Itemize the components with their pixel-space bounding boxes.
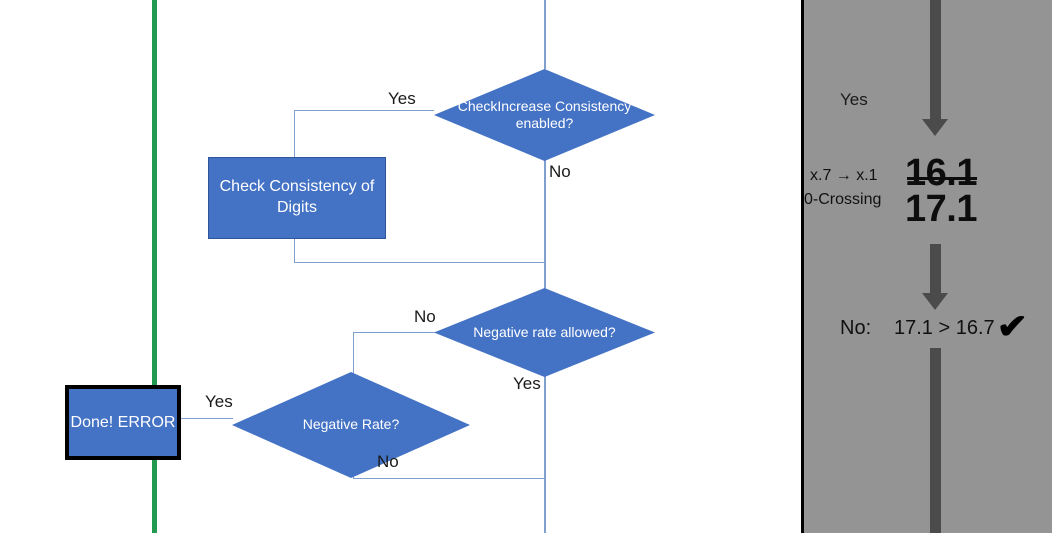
down-arrow-shaft-middle: [930, 244, 941, 294]
edge-label-no-negative-rate-allowed: No: [414, 307, 436, 326]
green-divider-line: [152, 0, 157, 533]
down-arrow-shaft-top: [930, 0, 941, 120]
edge-label-yes-negative-rate: Yes: [205, 392, 233, 411]
edge-label-yes-check-increase: Yes: [388, 89, 416, 108]
connector-yes-checkincrease-horizontal: [294, 110, 434, 111]
panel-branch-label-yes: Yes: [840, 90, 868, 109]
strikethrough-line: [907, 177, 977, 180]
terminator-done-error-label: Done! ERROR: [70, 413, 176, 431]
flowchart-region: CheckIncrease Consistency enabled? Check…: [65, 0, 655, 533]
spine-lower-segment: [544, 355, 546, 479]
spine-middle-segment: [544, 160, 546, 302]
panel-value-current: 17.1: [905, 188, 977, 230]
connector-yes-checkincrease-return: [294, 262, 545, 263]
panel-value-struck: 16.1: [905, 152, 977, 194]
edge-label-yes-negative-rate-allowed: Yes: [513, 374, 541, 393]
panel-result-label: No:: [840, 317, 872, 339]
spine-bottom-segment: [544, 478, 546, 533]
edge-label-no-negative-rate: No: [377, 452, 399, 471]
process-check-consistency-label: Check Consistency of Digits: [219, 178, 375, 216]
terminator-done-error[interactable]: Done! ERROR: [65, 385, 181, 460]
decision-check-increase-consistency[interactable]: CheckIncrease Consistency enabled?: [434, 69, 655, 161]
down-arrow-head-top: [922, 119, 948, 136]
panel-annotation-rounding: x.7 → x.1: [810, 167, 878, 184]
decision-negative-rate-allowed-label: Negative rate allowed?: [473, 323, 616, 340]
edge-label-no-check-increase: No: [549, 162, 571, 181]
connector-yes-negativerate-to-error: [173, 418, 233, 419]
connector-no-negativerate-return: [353, 478, 545, 479]
decision-check-increase-label: CheckIncrease Consistency enabled?: [457, 97, 632, 131]
decision-negative-rate-allowed[interactable]: Negative rate allowed?: [434, 288, 655, 377]
checkmark-icon: ✔: [996, 308, 1028, 346]
down-arrow-head-middle: [922, 293, 948, 310]
decision-negative-rate-label: Negative Rate?: [302, 416, 400, 433]
annotation-panel: Yes x.7 → x.1 0-Crossing 16.1 17.1 No: 1…: [801, 0, 1052, 533]
panel-result-comparison: 17.1 > 16.7: [894, 317, 995, 339]
spine-top-segment: [544, 0, 546, 69]
down-arrow-shaft-bottom: [930, 348, 941, 533]
decision-negative-rate[interactable]: Negative Rate?: [232, 372, 470, 478]
process-check-consistency-of-digits[interactable]: Check Consistency of Digits: [208, 157, 386, 239]
panel-annotation-zero-crossing: 0-Crossing: [804, 191, 882, 208]
connector-no-negrateallowed-horizontal: [353, 332, 435, 333]
